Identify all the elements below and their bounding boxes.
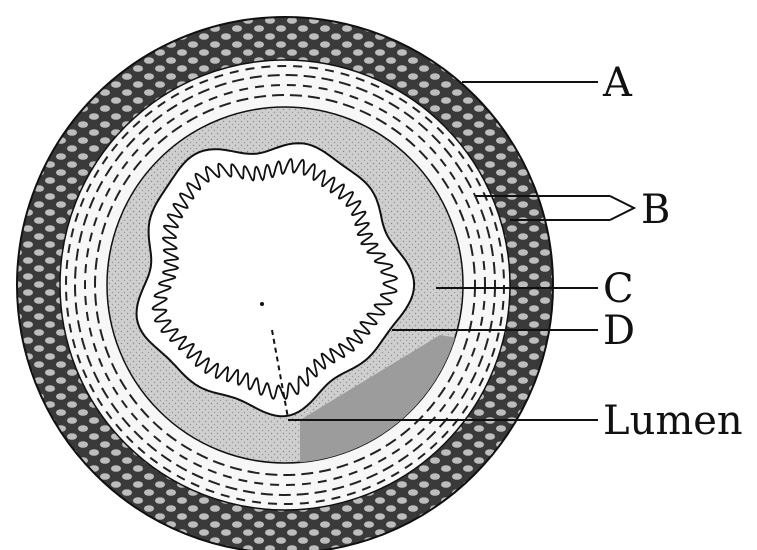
- lumen-center-dot: [260, 302, 264, 306]
- label-b: B: [641, 187, 670, 233]
- leader-bracket-b: [610, 196, 634, 220]
- label-a: A: [602, 60, 633, 106]
- label-d: D: [603, 308, 635, 354]
- label-lumen: Lumen: [603, 398, 743, 444]
- label-c: C: [603, 266, 634, 312]
